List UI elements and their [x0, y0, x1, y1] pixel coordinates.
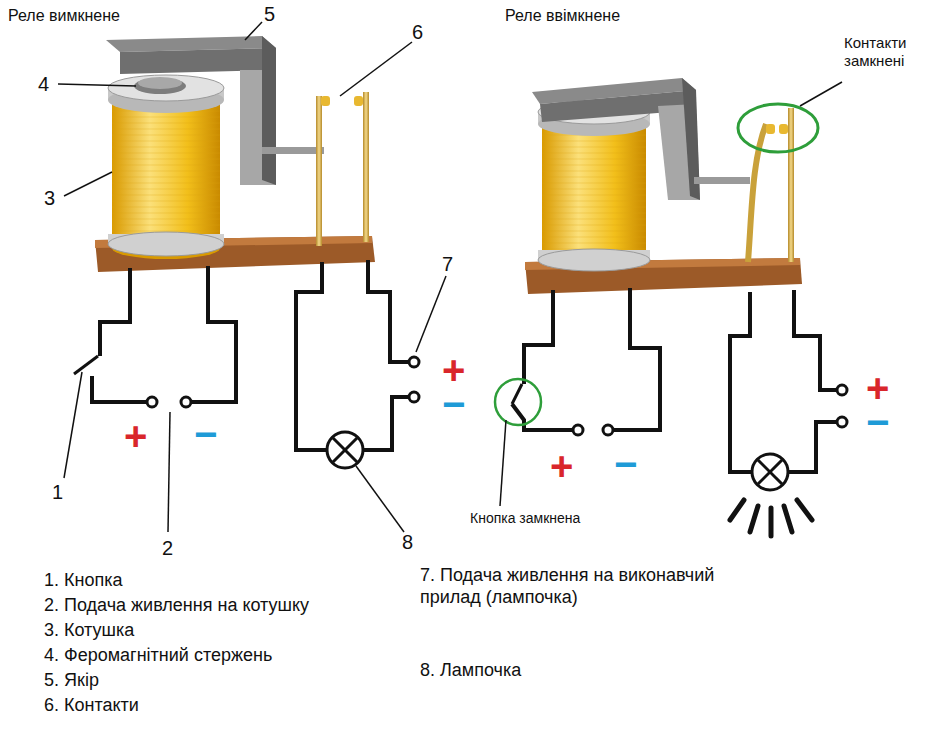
- callout-number: 1: [52, 480, 63, 504]
- polarity-sign: −: [194, 414, 217, 454]
- callout-number: 3: [44, 186, 55, 210]
- polarity-sign: +: [124, 416, 147, 456]
- callout-number: 7: [442, 252, 453, 276]
- leader-lines: [500, 82, 842, 506]
- coil: [538, 100, 650, 271]
- relay-on: [495, 78, 847, 536]
- legend-item: 7. Подача живлення на виконавчий прилад …: [420, 565, 720, 608]
- state-title: Реле ввімкнене: [505, 6, 620, 25]
- polarity-sign: −: [442, 384, 465, 424]
- legend-item: 4. Феромагнітний стержень: [44, 645, 272, 667]
- terminals: [147, 357, 419, 407]
- armature: [106, 36, 276, 185]
- legend-item: 5. Якір: [44, 670, 99, 692]
- state-title: Реле вимкнене: [8, 6, 120, 25]
- leader-lines: [58, 22, 446, 532]
- callout-number: 4: [38, 72, 49, 96]
- legend-item: 8. Лампочка: [420, 660, 521, 682]
- lamp-symbol: [327, 432, 363, 468]
- polarity-sign: −: [866, 402, 889, 442]
- relay-off: [58, 22, 446, 532]
- highlight-ring: [495, 379, 541, 425]
- wires: [512, 288, 836, 472]
- legend-item: 6. Контакти: [44, 695, 139, 717]
- terminals: [573, 385, 847, 435]
- callout-number: 5: [264, 2, 275, 26]
- legend-item: 1. Кнопка: [44, 570, 122, 592]
- polarity-sign: −: [614, 444, 637, 484]
- contacts: [316, 92, 369, 246]
- note: Контакти замкнені: [844, 34, 934, 70]
- polarity-sign: +: [550, 446, 573, 486]
- ferromagnetic-core: [134, 77, 186, 94]
- coil: [108, 75, 224, 259]
- note: Кнопка замкнена: [470, 510, 580, 527]
- legend-item: 3. Котушка: [44, 620, 134, 642]
- armature-rod: [262, 147, 324, 154]
- legend-item: 2. Подача живлення на котушку: [44, 595, 309, 617]
- armature-rod: [694, 177, 750, 184]
- callout-number: 2: [162, 536, 173, 560]
- contacts: [748, 108, 794, 262]
- callout-number: 6: [412, 20, 423, 44]
- lamp-symbol: [752, 454, 788, 490]
- light-rays: [730, 500, 812, 536]
- callout-number: 8: [402, 530, 413, 554]
- highlight-ring: [738, 104, 818, 152]
- armature: [532, 78, 700, 200]
